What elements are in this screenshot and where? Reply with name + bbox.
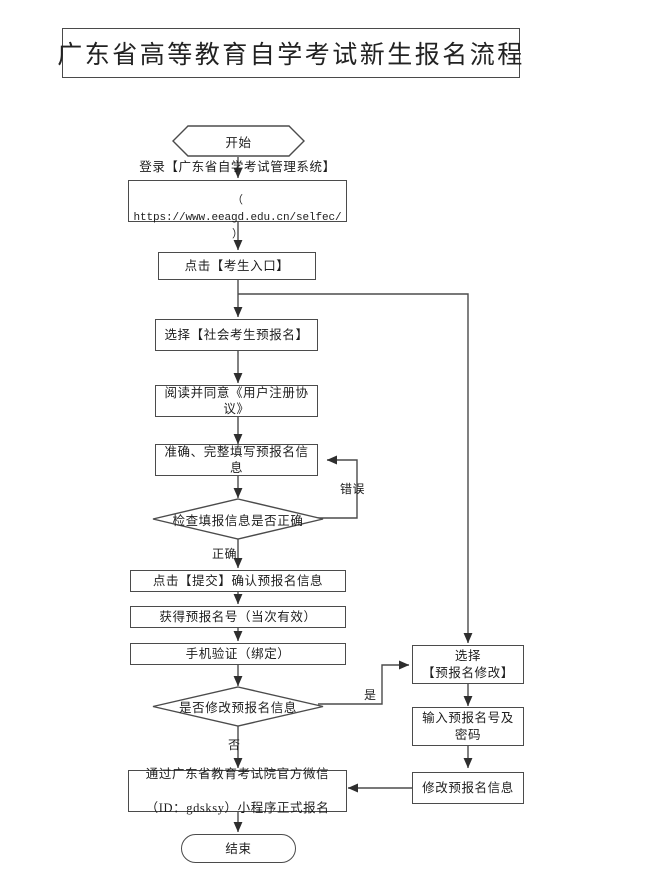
node-candidate-entry-label: 点击【考生入口】 (184, 259, 290, 273)
node-wechat-register-line1: 通过广东省教育考试院官方微信 (145, 766, 330, 781)
node-end: 结束 (181, 834, 296, 863)
node-get-number: 获得预报名号（当次有效） (130, 606, 346, 628)
node-agree-terms-label: 阅读并同意《用户注册协议》 (164, 386, 309, 416)
node-start-label: 开始 (225, 135, 252, 150)
edge-label-no: 否 (228, 738, 241, 752)
node-select-modify: 选择 【预报名修改】 (412, 645, 524, 684)
node-modify-info-label: 修改预报名信息 (422, 781, 514, 795)
node-fill-info: 准确、完整填写预报名信息 (155, 444, 318, 476)
node-select-modify-label: 选择 【预报名修改】 (422, 648, 514, 680)
edge-label-correct: 正确 (212, 547, 238, 561)
node-get-number-label: 获得预报名号（当次有效） (159, 610, 317, 624)
node-login-url: （ https://www.eeagd.edu.cn/selfec/ ） (133, 194, 342, 241)
node-enter-credentials-label: 输入预报名号及 密码 (422, 710, 514, 742)
node-start: 开始 (172, 125, 305, 157)
page-title-box: 广东省高等教育自学考试新生报名流程 (57, 28, 522, 78)
node-enter-credentials: 输入预报名号及 密码 (412, 707, 524, 746)
node-login-title: 登录【广东省自学考试管理系统】 (139, 159, 336, 174)
edge-label-yes: 是 (364, 688, 377, 702)
node-check-info: 检查填报信息是否正确 (152, 498, 324, 540)
node-submit-confirm-label: 点击【提交】确认预报名信息 (152, 574, 324, 588)
node-login: 登录【广东省自学考试管理系统】 （ https://www.eeagd.edu.… (128, 160, 347, 241)
node-phone-verify-label: 手机验证（绑定） (185, 647, 291, 661)
node-social-prereg-label: 选择【社会考生预报名】 (164, 328, 309, 342)
node-agree-terms: 阅读并同意《用户注册协议》 (155, 385, 318, 417)
node-phone-verify: 手机验证（绑定） (130, 643, 346, 665)
page-title: 广东省高等教育自学考试新生报名流程 (57, 42, 525, 69)
node-wechat-register: 通过广东省教育考试院官方微信 （ID：gdsksy）小程序正式报名 (128, 767, 347, 815)
node-wechat-register-line2: （ID：gdsksy）小程序正式报名 (145, 800, 330, 815)
node-check-info-label: 检查填报信息是否正确 (172, 513, 304, 528)
node-modify-decision-label: 是否修改预报名信息 (179, 701, 297, 715)
node-fill-info-label: 准确、完整填写预报名信息 (164, 445, 309, 475)
node-modify-decision: 是否修改预报名信息 (152, 686, 324, 727)
node-submit-confirm: 点击【提交】确认预报名信息 (130, 570, 346, 592)
node-end-label: 结束 (225, 841, 252, 856)
node-candidate-entry: 点击【考生入口】 (158, 252, 316, 280)
edge-label-error: 错误 (340, 482, 366, 496)
node-social-prereg: 选择【社会考生预报名】 (155, 319, 318, 351)
node-modify-info: 修改预报名信息 (412, 772, 524, 804)
